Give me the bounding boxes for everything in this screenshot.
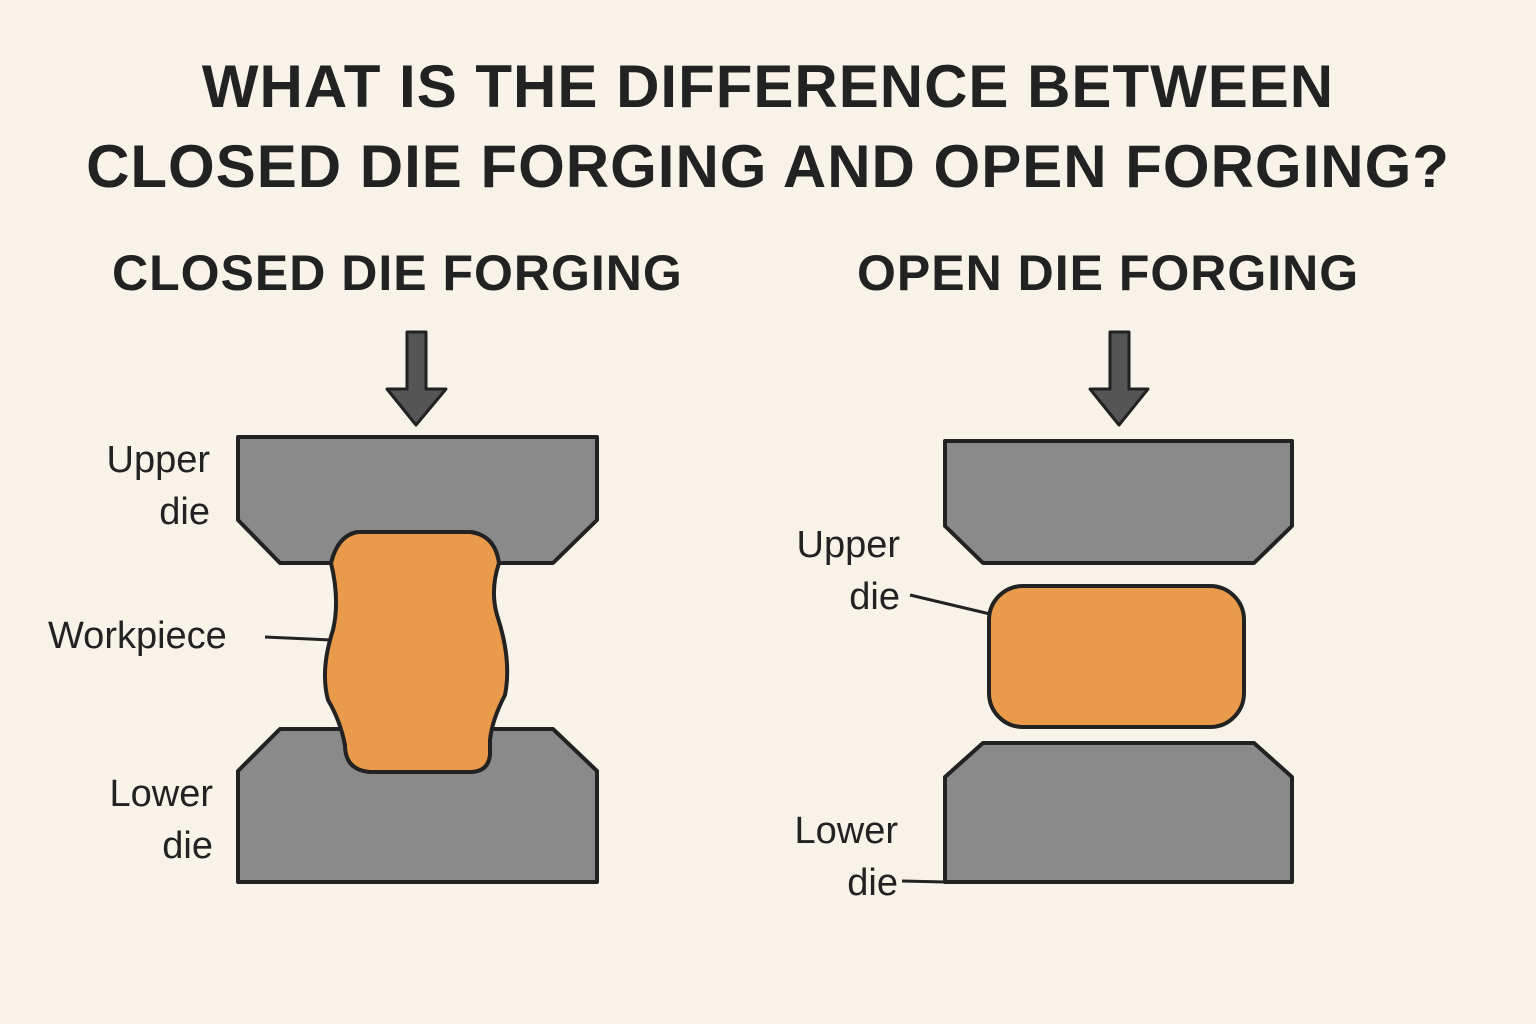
open-lower-die bbox=[943, 741, 1294, 884]
open-die-heading: OPEN DIE FORGING bbox=[857, 245, 1360, 301]
open-press-arrow-icon bbox=[1088, 330, 1150, 427]
open-workpiece bbox=[987, 584, 1246, 729]
closed-upper-die-label-1: Upper bbox=[106, 439, 211, 481]
open-upper-die bbox=[943, 439, 1294, 565]
closed-workpiece bbox=[323, 530, 510, 774]
open-upper-die-label-2: die bbox=[849, 576, 900, 618]
closed-press-arrow-icon bbox=[385, 330, 448, 427]
title-line-1: WHAT IS THE DIFFERENCE BETWEEN bbox=[201, 53, 1335, 120]
closed-lower-die-label-1: Lower bbox=[109, 773, 214, 815]
closed-upper-die-label-2: die bbox=[159, 491, 210, 533]
open-lower-die-leader-line bbox=[901, 879, 946, 884]
workpiece-label: Workpiece bbox=[48, 615, 227, 657]
closed-lower-die-label-2: die bbox=[162, 825, 213, 867]
title-line-2: CLOSED DIE FORGING AND OPEN FORGING? bbox=[86, 133, 1450, 200]
workpiece-leader-line bbox=[264, 635, 332, 642]
open-upper-die-label-1: Upper bbox=[796, 524, 901, 566]
open-lower-die-label-2: die bbox=[847, 862, 898, 904]
open-lower-die-label-1: Lower bbox=[794, 810, 899, 852]
closed-die-heading: CLOSED DIE FORGING bbox=[112, 245, 683, 301]
open-upper-die-leader-line bbox=[909, 593, 991, 616]
